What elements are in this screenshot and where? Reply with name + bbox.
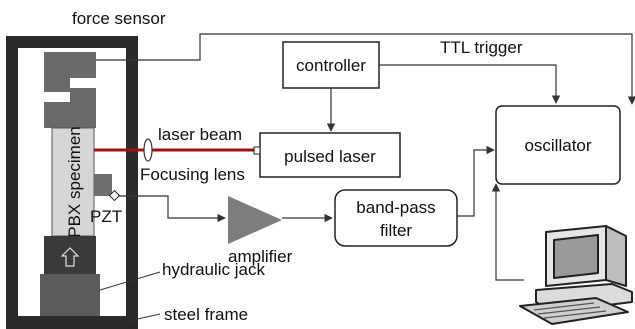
pzt-connector xyxy=(108,189,121,202)
pbx-specimen xyxy=(51,127,95,237)
force-sensor xyxy=(44,52,96,128)
laser-aperture xyxy=(253,146,261,155)
oscillator-label: oscillator xyxy=(524,136,591,155)
pzt-sensor xyxy=(94,174,112,196)
pulsed-laser-box xyxy=(259,132,401,178)
focusing-lens xyxy=(143,138,153,162)
hydraulic-jack-upper xyxy=(44,236,96,274)
force-sensor-cable xyxy=(96,33,635,105)
desktop-computer-icon xyxy=(519,225,633,325)
pulsed-laser-label: pulsed laser xyxy=(284,147,376,166)
pzt-label: PZT xyxy=(90,207,122,226)
steel-frame-pointer xyxy=(123,313,161,323)
amplifier-label: amplifier xyxy=(228,247,293,266)
steel-frame-label: steel frame xyxy=(164,305,248,324)
ttl-trigger-label: TTL trigger xyxy=(440,38,523,57)
band-pass-label-line2: filter xyxy=(380,221,412,240)
oscillator-box xyxy=(495,105,621,185)
amplifier xyxy=(228,196,282,244)
controller-label: controller xyxy=(296,56,366,75)
hydraulic-jack-pointer xyxy=(99,271,161,291)
ttl-trigger-line xyxy=(379,64,561,104)
focusing-lens-label: Focusing lens xyxy=(140,165,245,184)
force-sensor-label: force sensor xyxy=(72,9,166,28)
band-pass-filter-box xyxy=(334,189,458,247)
specimen-label: PBX specimen xyxy=(65,126,84,238)
oscillator-to-computer-line xyxy=(491,183,524,281)
pzt-to-amplifier-line xyxy=(118,195,226,223)
band-pass-label-line1: band-pass xyxy=(356,198,435,217)
hydraulic-jack-lower xyxy=(40,274,100,316)
hydraulic-jack-label: hydraulic jack xyxy=(162,260,265,279)
filter-to-oscillator-line xyxy=(457,145,495,217)
laser-beam-label: laser beam xyxy=(158,125,242,144)
jack-arrow-icon xyxy=(60,247,80,267)
